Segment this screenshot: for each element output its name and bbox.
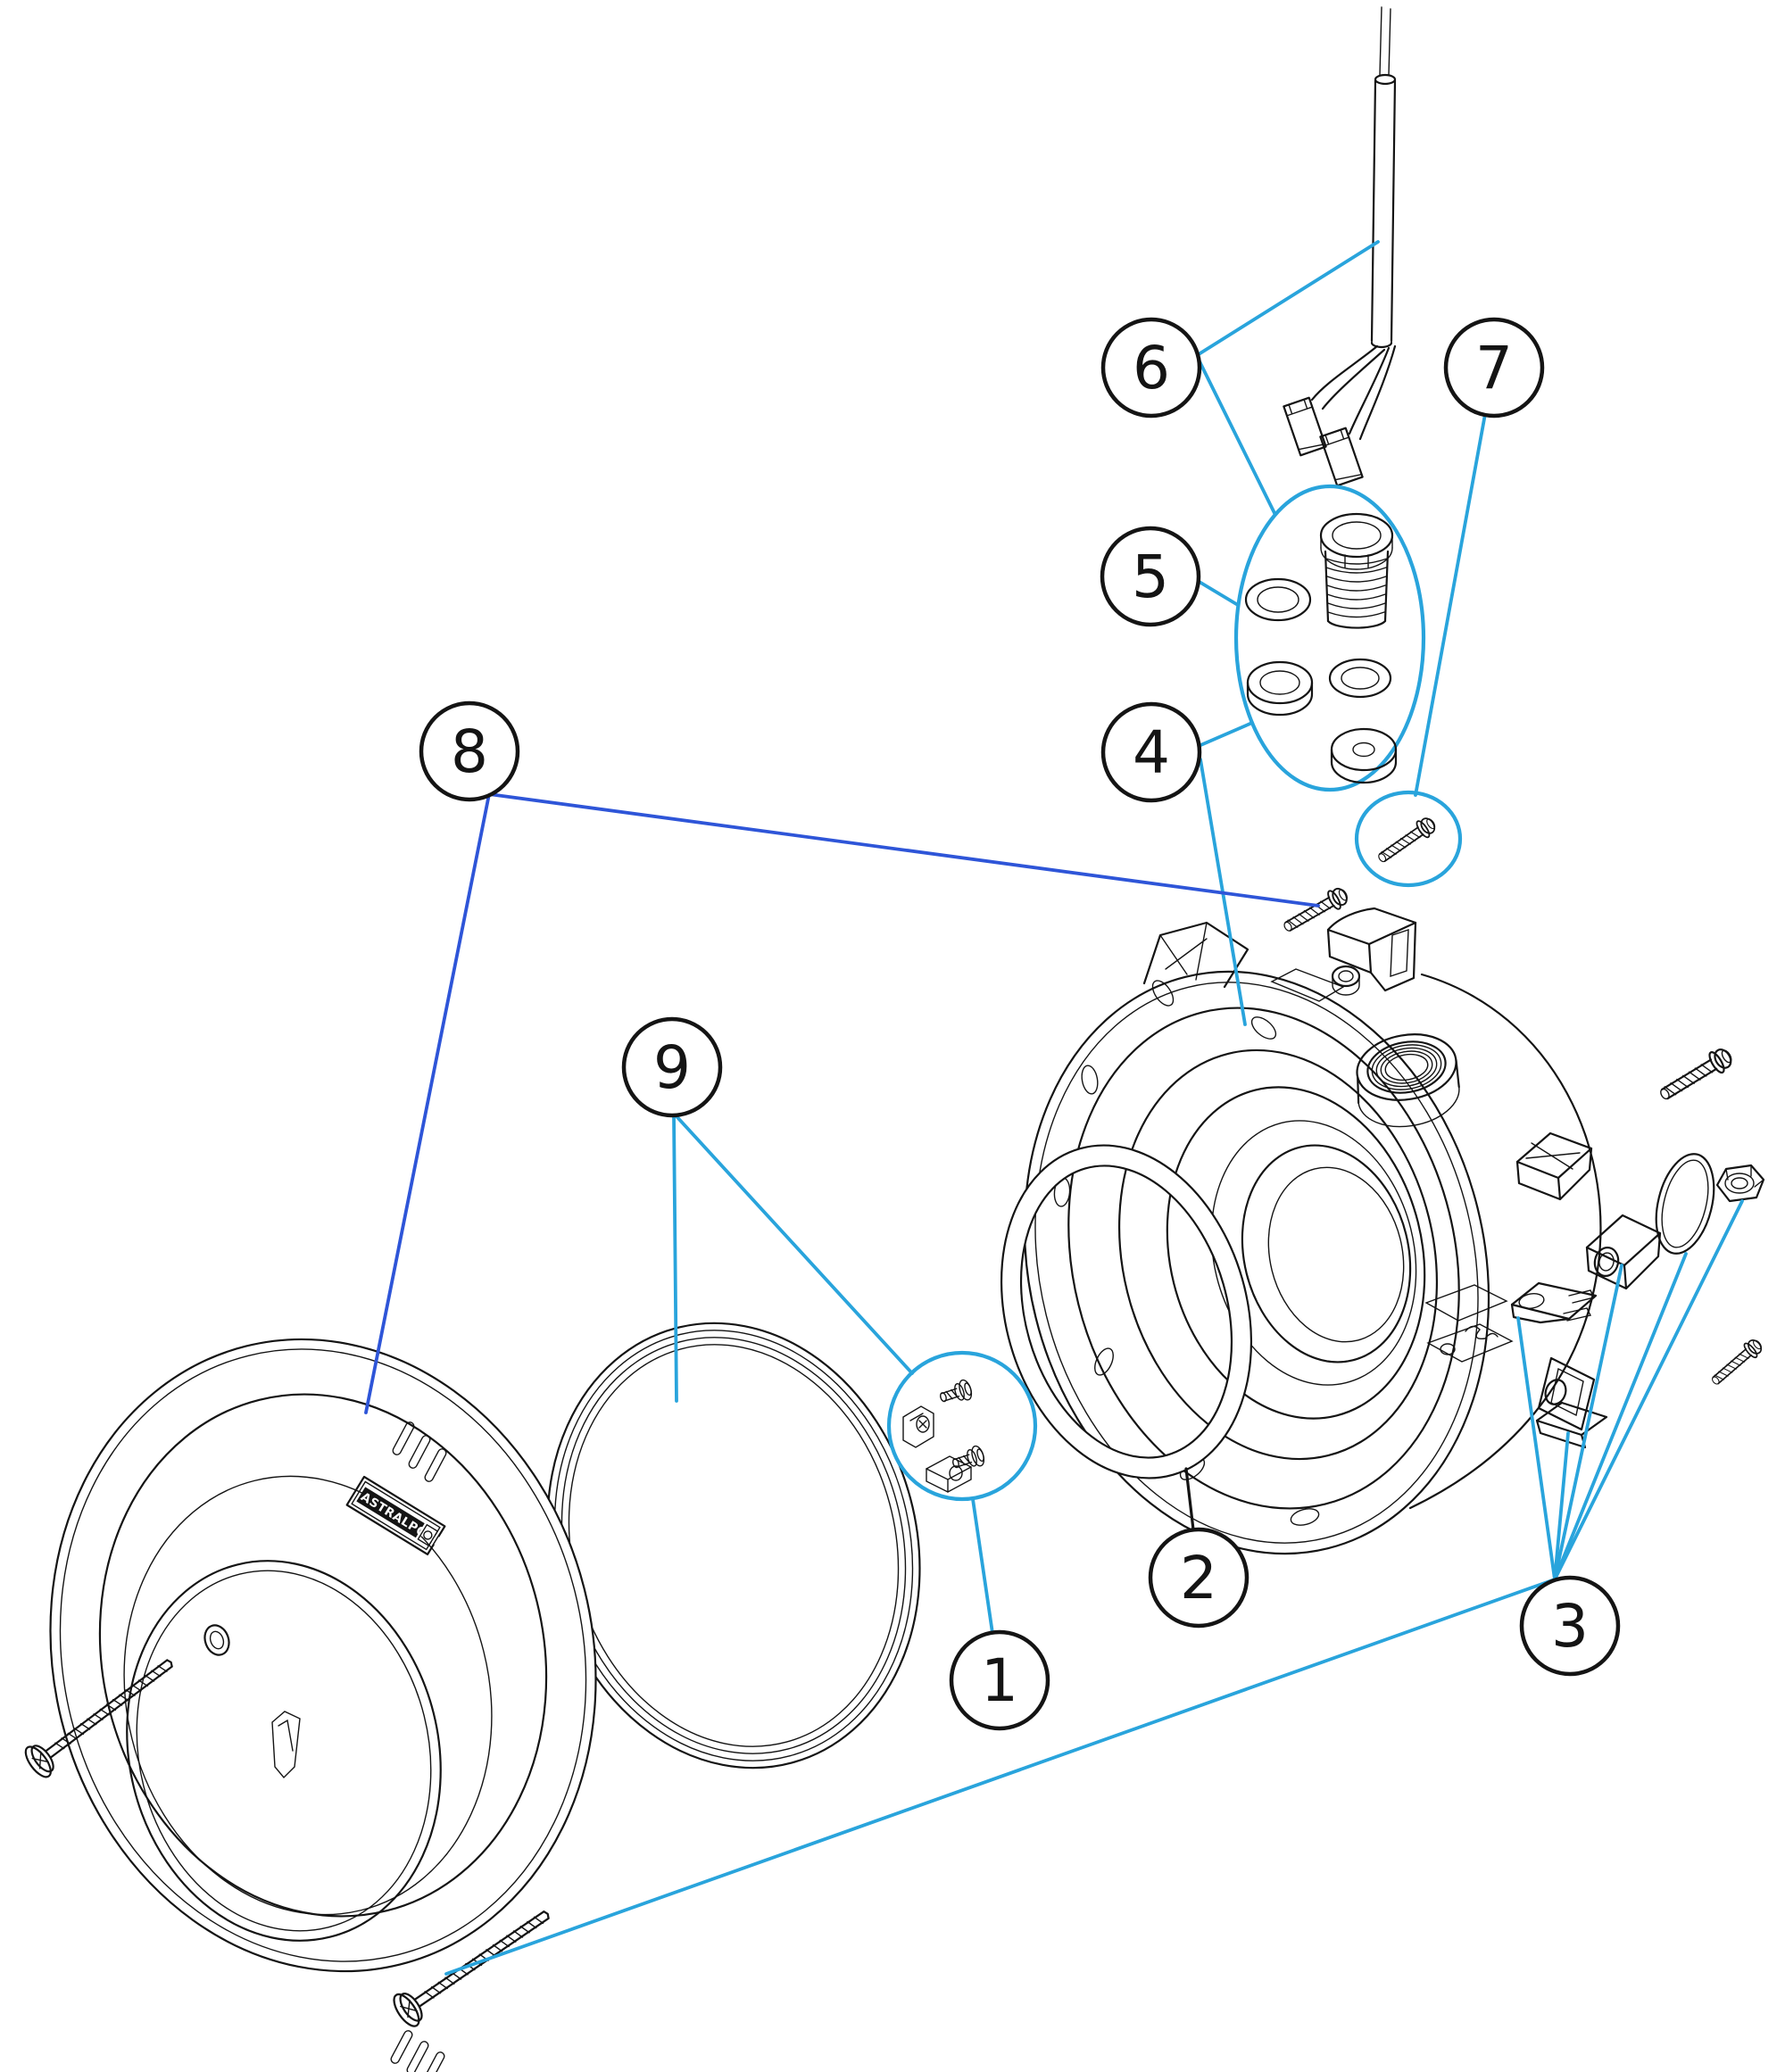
callout-6-number: 6 bbox=[1133, 334, 1170, 402]
hex-nut bbox=[1715, 1164, 1765, 1203]
clamp-nut bbox=[1331, 965, 1361, 988]
power-cable bbox=[1283, 6, 1397, 487]
callout-9: 9 bbox=[621, 1016, 723, 1118]
gland-ring-thick-left bbox=[1246, 660, 1314, 717]
fastener-parts-right bbox=[1510, 1043, 1766, 1449]
gland-kit-detail-circle bbox=[1233, 484, 1426, 792]
callout-2: 2 bbox=[1148, 1527, 1250, 1629]
detail-circle-outline bbox=[1354, 790, 1463, 888]
leader-8-to-bezel bbox=[364, 792, 491, 1414]
gland-washer-flat-left bbox=[1244, 577, 1312, 622]
leader-lines bbox=[364, 240, 1744, 1976]
bezel-vent-slots-bottom bbox=[390, 2030, 445, 2072]
cable-split-wire-left bbox=[1310, 344, 1379, 402]
leader-3-to-o-ring bbox=[1553, 1252, 1688, 1581]
leader-9-to-lens bbox=[672, 1113, 678, 1403]
clamp-seat bbox=[1270, 968, 1345, 1002]
spring bbox=[1465, 1325, 1499, 1339]
leader-1-to-fasteners-circle bbox=[971, 1497, 994, 1635]
callout-8-number: 8 bbox=[451, 717, 488, 786]
gasket-ring bbox=[1000, 1144, 1253, 1479]
cable-connector-right bbox=[1319, 427, 1364, 487]
detail-circle-outline bbox=[886, 1350, 1038, 1502]
threaded-port bbox=[1356, 1033, 1460, 1128]
wedge-clip bbox=[1515, 1131, 1593, 1201]
housing-spring-tab bbox=[1424, 1284, 1514, 1363]
housing-flange bbox=[1023, 970, 1490, 1555]
leader-6-to-cable bbox=[1197, 240, 1380, 356]
bezel-vent-slots-top bbox=[392, 1421, 447, 1482]
leader-3-to-hex-nut bbox=[1553, 1199, 1744, 1581]
callout-9-number: 9 bbox=[653, 1033, 691, 1102]
niche-screw bbox=[1373, 813, 1440, 868]
screw-detail-circle bbox=[1354, 790, 1463, 888]
callout-4: 4 bbox=[1100, 701, 1202, 803]
gland-washer-thick-bottom bbox=[1330, 727, 1398, 784]
gland-washer-flat-right bbox=[1328, 658, 1392, 699]
flange-slot-holes bbox=[1053, 980, 1320, 1526]
callout-4-number: 4 bbox=[1133, 718, 1170, 787]
callout-8: 8 bbox=[419, 700, 520, 802]
angle-bracket bbox=[926, 1455, 972, 1493]
leader-9-to-fasteners-circle bbox=[674, 1114, 914, 1375]
callout-5: 5 bbox=[1100, 526, 1201, 627]
leader-2-to-gasket bbox=[1184, 1467, 1195, 1531]
callout-7-number: 7 bbox=[1475, 334, 1513, 402]
bezel-opening bbox=[126, 1560, 442, 1942]
niche-screw-bottom-right bbox=[1706, 1335, 1766, 1390]
stud-pin-top bbox=[936, 1378, 975, 1409]
callout-6: 6 bbox=[1100, 317, 1202, 419]
cable-connector-left bbox=[1283, 396, 1327, 457]
leader-6-to-gland-circle bbox=[1197, 358, 1276, 515]
fork-clip bbox=[1510, 1281, 1598, 1324]
cable-clamp-assembly bbox=[1279, 883, 1417, 996]
clamp-screw bbox=[1279, 883, 1352, 938]
cube-block bbox=[1585, 1214, 1662, 1290]
callout-3: 3 bbox=[1519, 1575, 1621, 1677]
o-ring-small bbox=[1655, 1153, 1715, 1255]
housing-top-tab bbox=[1142, 921, 1345, 1002]
bezel-trim-ring: ASTRALPOOL bbox=[49, 1338, 597, 2072]
cable-wire-tips bbox=[1379, 6, 1391, 76]
leader-8-to-clamp-screw bbox=[487, 792, 1320, 908]
callout-1-number: 1 bbox=[981, 1646, 1018, 1715]
cable-split-wire-right bbox=[1348, 346, 1391, 435]
leader-3-to-anchor-screw bbox=[444, 1578, 1557, 1976]
leader-3-to-cube-block bbox=[1553, 1264, 1623, 1581]
small-fasteners-detail-circle bbox=[886, 1350, 1038, 1502]
niche-housing bbox=[1023, 921, 1602, 1555]
niche-screw-top-right bbox=[1655, 1043, 1737, 1107]
lamp-bracket bbox=[1535, 1356, 1608, 1449]
leader-7-to-screw-circle bbox=[1414, 412, 1487, 797]
leader-5-to-gland-circle bbox=[1196, 579, 1240, 607]
bezel-screw-hole bbox=[203, 1624, 230, 1656]
brand-label-band bbox=[356, 1487, 425, 1538]
detail-circle-outline bbox=[1233, 484, 1426, 792]
housing-body bbox=[1408, 973, 1602, 1510]
callout-1: 1 bbox=[949, 1629, 1050, 1731]
angle-clip bbox=[902, 1405, 934, 1448]
brand-logo-mark bbox=[417, 1523, 439, 1547]
callout-7: 7 bbox=[1443, 317, 1545, 419]
bezel-snap-tab bbox=[271, 1711, 301, 1779]
leader-4-to-gland-circle bbox=[1197, 721, 1254, 748]
callout-3-number: 3 bbox=[1551, 1592, 1589, 1661]
leader-3-to-bracket bbox=[1553, 1431, 1570, 1581]
callouts: 1 2 3 4 5 6 7 8 bbox=[419, 317, 1621, 1731]
callout-2-number: 2 bbox=[1180, 1544, 1217, 1612]
gland-nut bbox=[1319, 512, 1394, 629]
leader-3-to-fork-clip bbox=[1516, 1316, 1557, 1581]
callout-5-number: 5 bbox=[1132, 543, 1169, 611]
